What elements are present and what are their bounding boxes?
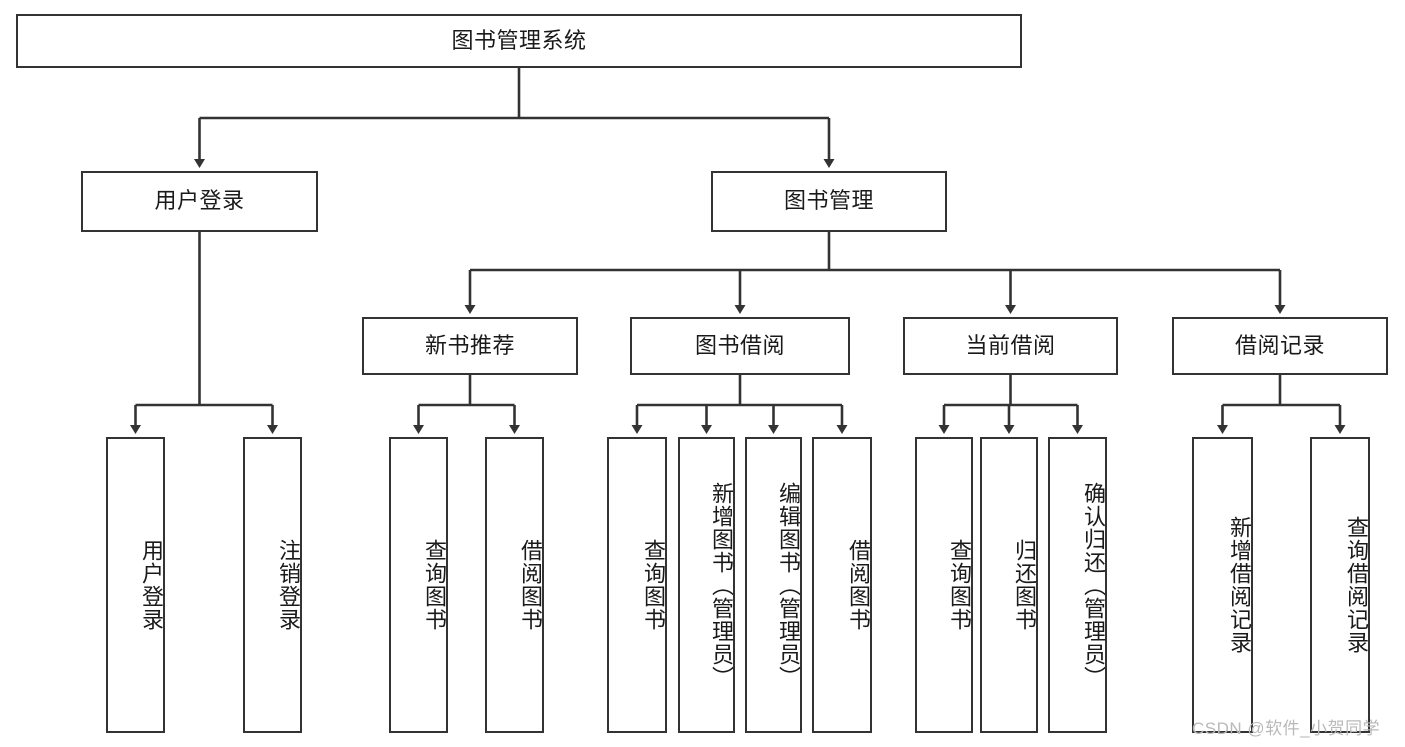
node-book-borrow[interactable]: 图书借阅 <box>630 317 850 375</box>
node-current-borrow-label: 当前借阅 <box>965 332 1056 358</box>
node-root-label: 图书管理系统 <box>451 27 587 53</box>
node-leaf-borrow-books[interactable]: 借阅图书 <box>812 437 872 733</box>
node-leaf-user-login-label: 用户登录 <box>139 539 164 631</box>
node-borrow-record[interactable]: 借阅记录 <box>1172 317 1388 375</box>
node-leaf-borrow-books-label: 借阅图书 <box>846 539 871 631</box>
node-book-management[interactable]: 图书管理 <box>711 171 947 232</box>
node-leaf-confirm-return-admin[interactable]: 确认归还（管理员） <box>1048 437 1107 733</box>
node-root[interactable]: 图书管理系统 <box>16 14 1022 68</box>
node-leaf-edit-book-admin-label: 编辑图书（管理员） <box>776 481 801 689</box>
node-leaf-add-borrow-record[interactable]: 新增借阅记录 <box>1192 437 1253 733</box>
node-book-borrow-label: 图书借阅 <box>694 332 785 358</box>
node-leaf-logout-login[interactable]: 注销登录 <box>243 437 302 733</box>
node-leaf-add-book-admin[interactable]: 新增图书（管理员） <box>678 437 735 733</box>
node-book-management-label: 图书管理 <box>783 188 874 214</box>
node-new-book-recommend[interactable]: 新书推荐 <box>362 317 578 375</box>
node-user-login[interactable]: 用户登录 <box>81 171 318 232</box>
node-leaf-confirm-return-admin-label: 确认归还（管理员） <box>1081 481 1106 689</box>
node-leaf-query-borrow-record[interactable]: 查询借阅记录 <box>1310 437 1370 733</box>
node-leaf-query-books-current[interactable]: 查询图书 <box>915 437 973 733</box>
node-leaf-query-books-rec[interactable]: 查询图书 <box>389 437 448 733</box>
node-leaf-query-books-borrow[interactable]: 查询图书 <box>607 437 667 733</box>
node-leaf-borrow-books-rec[interactable]: 借阅图书 <box>485 437 544 733</box>
node-leaf-return-books-label: 归还图书 <box>1012 539 1037 631</box>
node-leaf-user-login[interactable]: 用户登录 <box>106 437 165 733</box>
node-current-borrow[interactable]: 当前借阅 <box>903 317 1118 375</box>
node-leaf-add-book-admin-label: 新增图书（管理员） <box>709 481 734 689</box>
node-leaf-borrow-books-rec-label: 借阅图书 <box>518 539 543 631</box>
node-leaf-return-books[interactable]: 归还图书 <box>980 437 1038 733</box>
node-leaf-query-borrow-record-label: 查询借阅记录 <box>1344 516 1369 654</box>
node-leaf-query-books-rec-label: 查询图书 <box>422 539 447 631</box>
node-user-login-label: 用户登录 <box>154 188 245 214</box>
node-leaf-add-borrow-record-label: 新增借阅记录 <box>1227 516 1252 654</box>
node-borrow-record-label: 借阅记录 <box>1234 332 1325 358</box>
node-leaf-edit-book-admin[interactable]: 编辑图书（管理员） <box>745 437 802 733</box>
node-leaf-query-books-borrow-label: 查询图书 <box>641 539 666 631</box>
node-new-book-recommend-label: 新书推荐 <box>424 332 515 358</box>
node-leaf-query-books-current-label: 查询图书 <box>947 539 972 631</box>
node-leaf-logout-login-label: 注销登录 <box>276 539 301 631</box>
